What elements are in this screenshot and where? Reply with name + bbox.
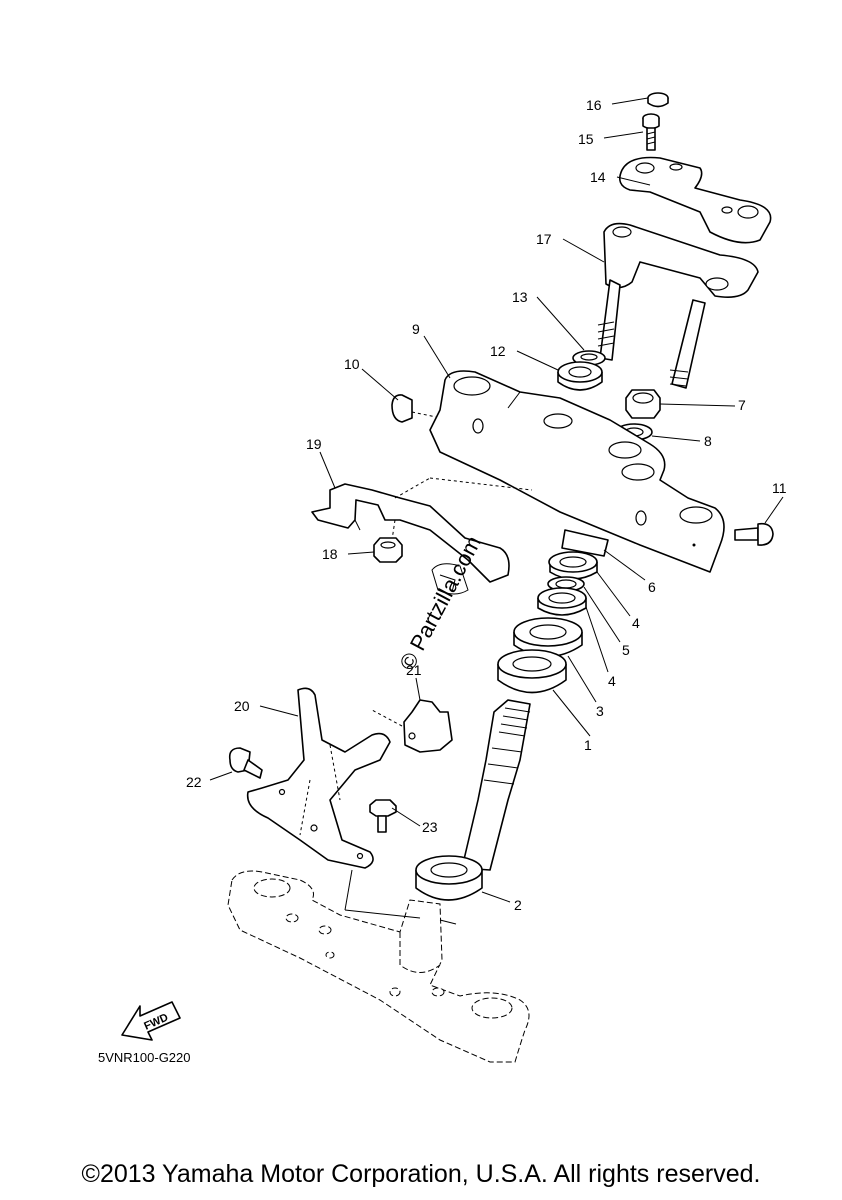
callout-15: 15 — [578, 131, 594, 147]
callout-23: 23 — [422, 819, 438, 835]
callout-19: 19 — [306, 436, 322, 452]
part-18-nut — [373, 537, 403, 563]
callout-11: 11 — [772, 480, 787, 496]
callout-3: 3 — [596, 703, 604, 719]
copyright-text: ©2013 Yamaha Motor Corporation, U.S.A. A… — [81, 1160, 761, 1188]
leader-lines — [209, 97, 784, 903]
part-2-lower-bearing — [415, 855, 483, 901]
part-19-bracket-stay — [311, 477, 533, 595]
callout-6: 6 — [648, 579, 656, 595]
lower-bracket-ghost — [227, 870, 530, 1063]
steering-stem-shaft — [461, 699, 531, 871]
callout-16: 16 — [586, 97, 602, 113]
callout-17: 17 — [536, 231, 552, 247]
callout-14: 14 — [590, 169, 606, 185]
part-6-ring-nut — [561, 529, 609, 557]
callout-1: 1 — [584, 737, 592, 753]
callout-22: 22 — [186, 774, 202, 790]
part-4-ring-nut-lower — [537, 587, 587, 616]
callout-2: 2 — [514, 897, 522, 913]
callout-21: 21 — [406, 662, 422, 678]
part-22-bolt — [228, 747, 263, 779]
part-23-bolt — [369, 799, 397, 833]
callout-numbers: 16 15 14 17 13 12 9 10 7 8 11 19 18 6 4 … — [186, 97, 787, 913]
part-12-damper — [557, 361, 603, 391]
callout-13: 13 — [512, 289, 528, 305]
fwd-arrow-icon: FWD — [121, 1001, 181, 1041]
part-9-upper-bracket — [429, 370, 725, 573]
part-1-bearing — [497, 649, 567, 694]
callout-4-upper: 4 — [632, 615, 640, 631]
diagram-code: 5VNR100-G220 — [98, 1050, 191, 1065]
part-7-nut — [625, 389, 661, 419]
callout-20: 20 — [234, 698, 250, 714]
part-11-bolt — [734, 522, 774, 546]
part-4-ring-nut-upper — [548, 551, 598, 580]
callout-12: 12 — [490, 343, 506, 359]
part-16-cap — [647, 92, 669, 108]
callout-7: 7 — [738, 397, 746, 413]
part-14-upper-holder — [619, 156, 772, 244]
callout-18: 18 — [322, 546, 338, 562]
callout-5: 5 — [622, 642, 630, 658]
part-15-bolt — [642, 113, 660, 151]
part-21-bracket — [371, 699, 453, 753]
callout-10: 10 — [344, 356, 360, 372]
callout-9: 9 — [412, 321, 420, 337]
callout-4-lower: 4 — [608, 673, 616, 689]
watermark-text: © Partzilla.com — [394, 532, 486, 675]
part-17-lower-holder — [597, 222, 759, 389]
part-20-stay — [246, 687, 457, 925]
callout-8: 8 — [704, 433, 712, 449]
